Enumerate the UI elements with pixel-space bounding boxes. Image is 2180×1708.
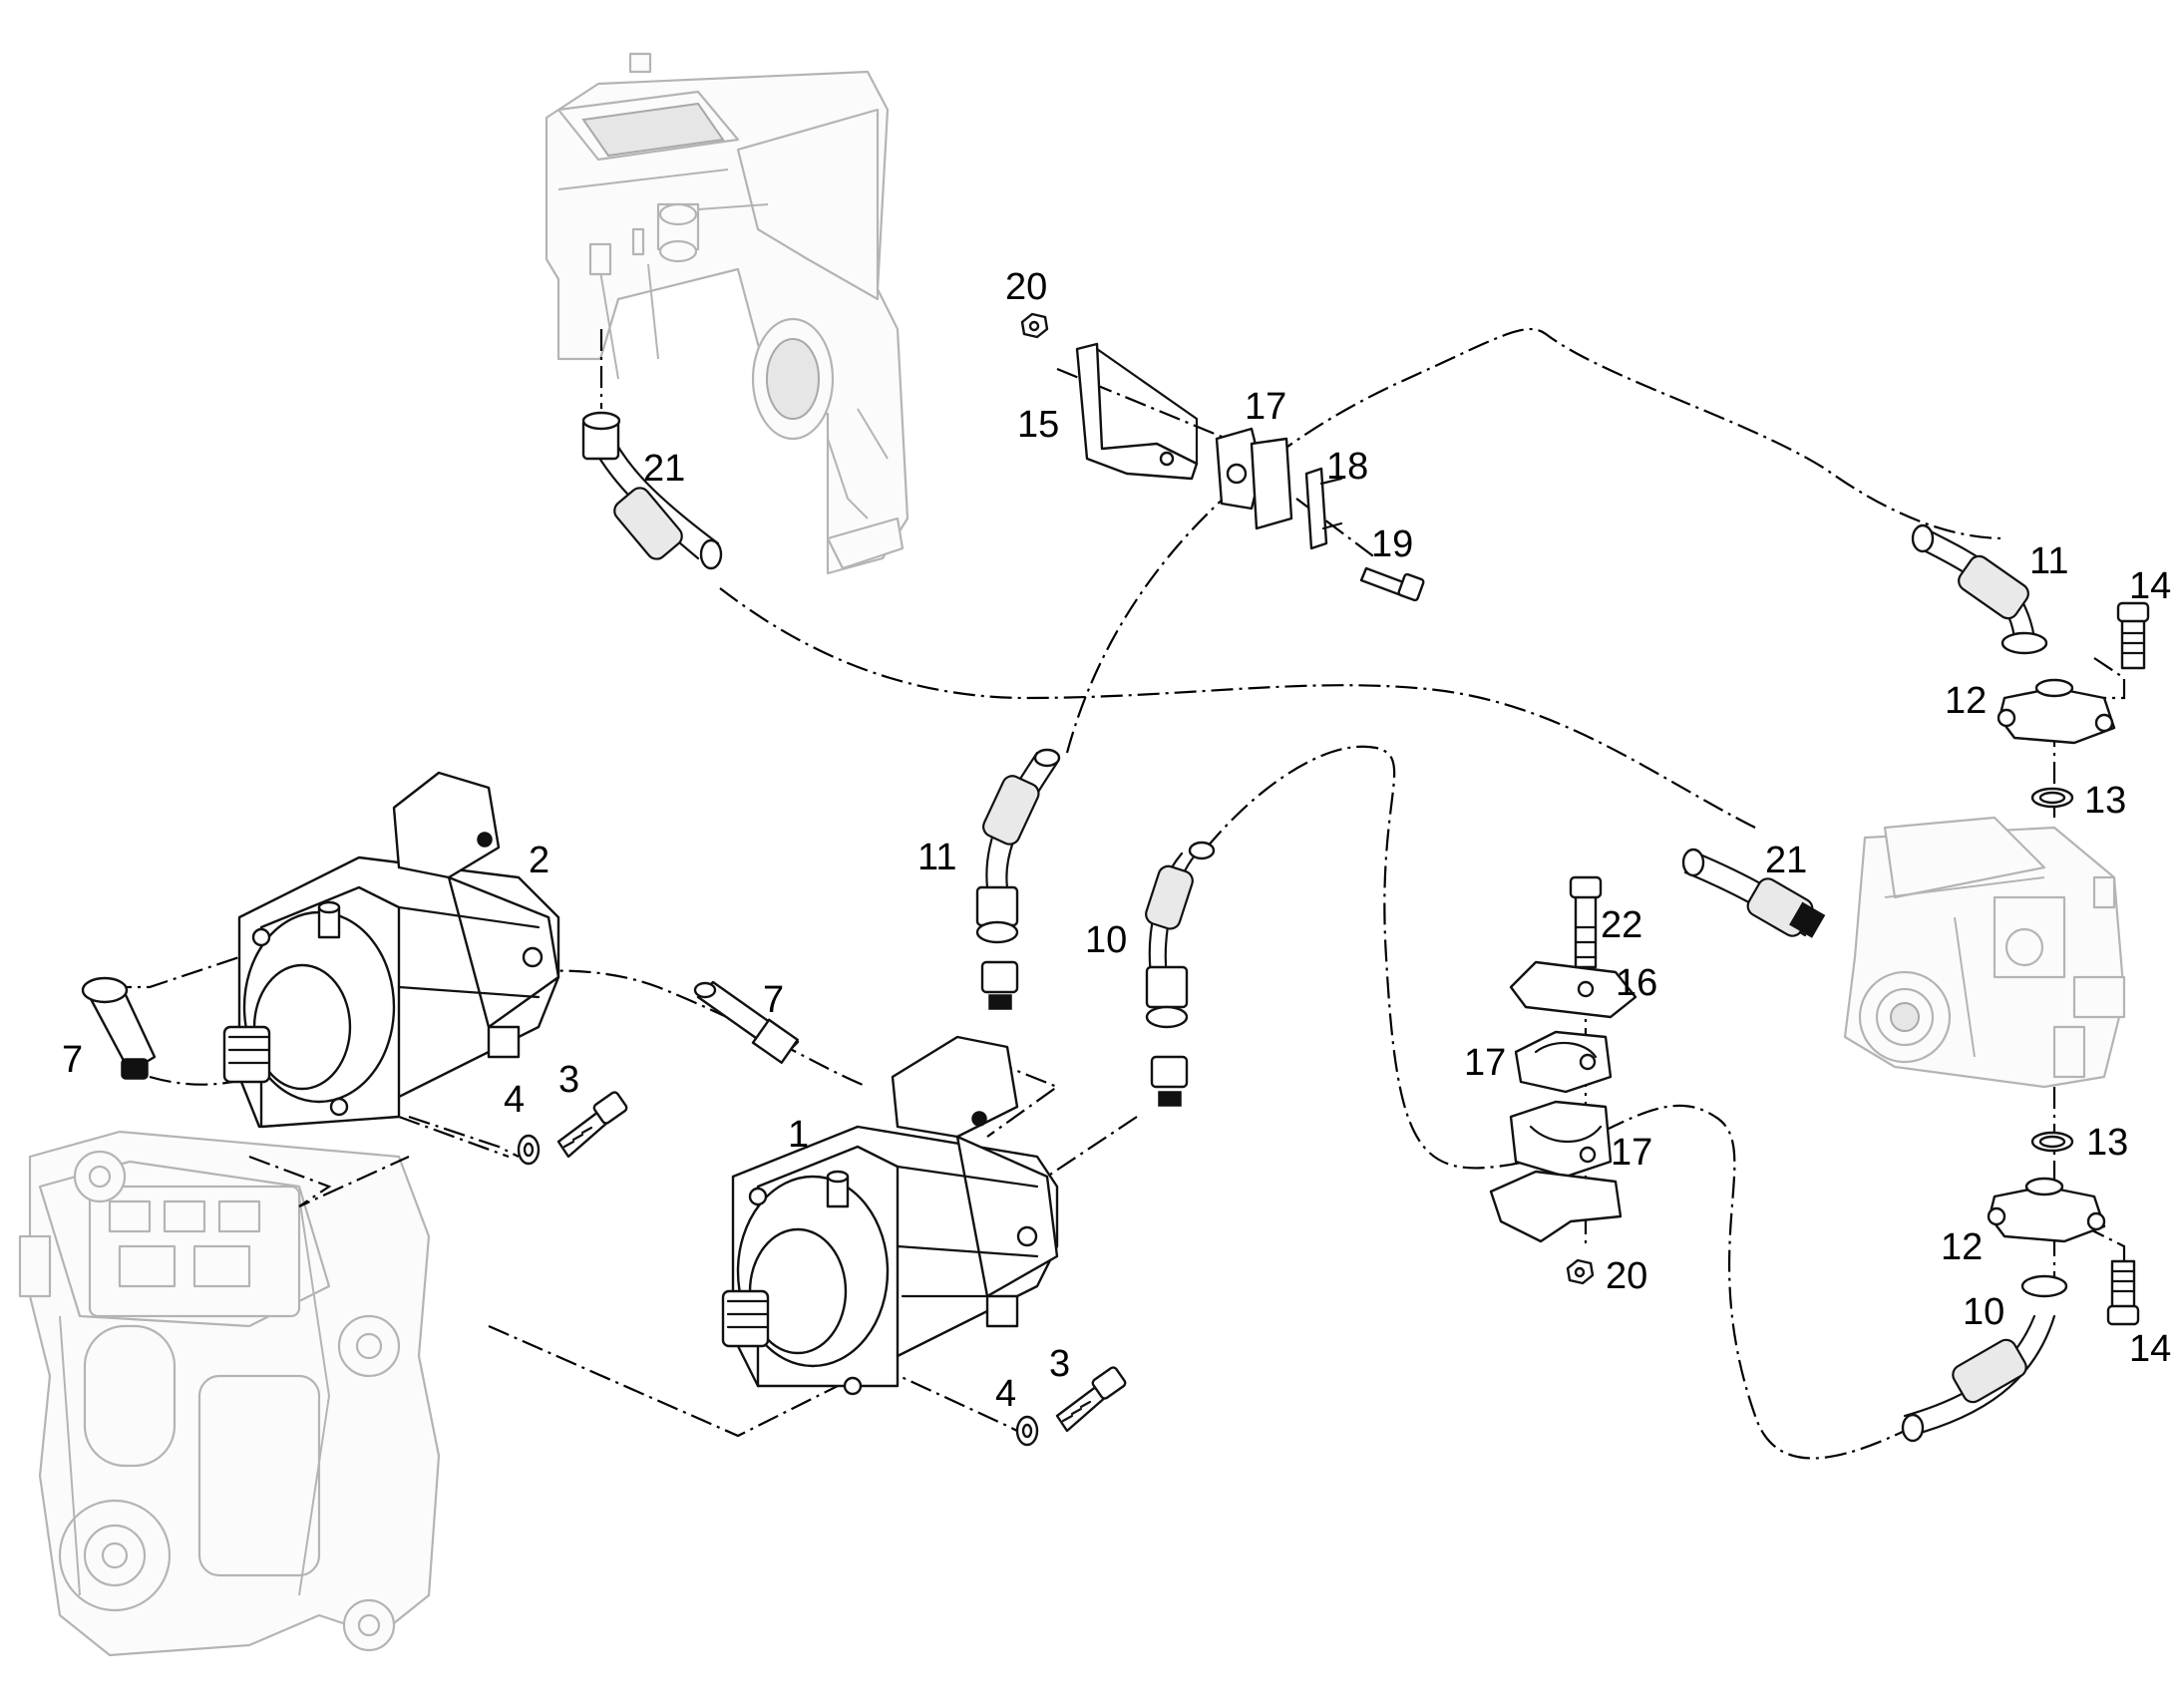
mounting-plate xyxy=(1489,1170,1623,1243)
fitting-7-middle xyxy=(693,980,800,1064)
callout-15: 15 xyxy=(1017,404,1059,446)
callout-20: 20 xyxy=(1606,1255,1647,1297)
nut-20-lower xyxy=(1566,1258,1595,1285)
fitting-7-left xyxy=(81,976,157,1080)
callout-20: 20 xyxy=(1005,266,1047,308)
routing-line-pressure-hose xyxy=(1065,327,2005,754)
hose-10-left xyxy=(1145,841,1216,1107)
callout-17: 17 xyxy=(1245,386,1286,428)
callout-19: 19 xyxy=(1371,523,1413,565)
transmission-housing-assembly xyxy=(18,1130,441,1657)
hydraulic-motor-2 xyxy=(222,771,560,1129)
callout-4: 4 xyxy=(504,1079,525,1121)
callout-22: 22 xyxy=(1601,904,1642,946)
routing-line-motor2-mount xyxy=(248,1115,520,1208)
bracket-15 xyxy=(1075,342,1199,481)
callout-13: 13 xyxy=(2084,780,2126,822)
callout-21: 21 xyxy=(643,448,685,490)
hose-10-right xyxy=(1901,1274,2068,1443)
bolt-19 xyxy=(1359,566,1425,602)
frame-bracket-assembly xyxy=(545,52,909,575)
callout-10: 10 xyxy=(1963,1291,2004,1333)
callout-16: 16 xyxy=(1616,962,1657,1004)
routing-line-screw14-lower xyxy=(2083,1225,2126,1286)
callout-7: 7 xyxy=(62,1039,83,1081)
hose-21-lower xyxy=(1681,848,1826,938)
callout-21: 21 xyxy=(1765,840,1807,881)
clamp-17-upper xyxy=(1514,1030,1613,1094)
callout-labels: 1 2 3 3 4 4 7 7 10 10 11 11 12 12 13 13 … xyxy=(62,266,2171,1415)
bolt-3-lower xyxy=(1055,1366,1127,1433)
callout-14: 14 xyxy=(2129,1328,2171,1370)
flange-12-lower xyxy=(1987,1177,2106,1243)
clamp-17-top xyxy=(1215,427,1293,530)
callout-2: 2 xyxy=(529,840,549,881)
plate-16 xyxy=(1509,960,1637,1019)
bolt-22 xyxy=(1569,875,1603,969)
callout-10: 10 xyxy=(1085,919,1127,961)
hose-11-right xyxy=(1911,523,2048,655)
hydraulic-motor-1 xyxy=(721,1035,1059,1396)
callout-17: 17 xyxy=(1464,1042,1506,1084)
callout-11: 11 xyxy=(2029,540,2068,582)
routing-line-upper-hose xyxy=(719,587,1756,829)
routing-line-motor1-mount xyxy=(488,1324,879,1438)
callout-4: 4 xyxy=(995,1373,1016,1415)
screw-14-upper xyxy=(2116,601,2150,670)
callout-13: 13 xyxy=(2086,1122,2128,1164)
hose-11-left xyxy=(975,748,1061,1010)
hydraulic-pump-context xyxy=(1843,816,2126,1089)
clamp-17-lower xyxy=(1509,1100,1613,1179)
clip-18 xyxy=(1304,467,1343,550)
callout-14: 14 xyxy=(2129,565,2171,607)
hose-21-upper xyxy=(581,411,723,570)
callout-18: 18 xyxy=(1326,446,1368,488)
routing-line-bolt-3 xyxy=(398,1115,510,1159)
o-ring-13-lower xyxy=(2030,1131,2074,1153)
screw-14-lower xyxy=(2106,1259,2140,1326)
callout-1: 1 xyxy=(788,1114,809,1156)
callout-17: 17 xyxy=(1611,1132,1652,1174)
flange-12-upper xyxy=(1997,678,2116,745)
washer-4-lower xyxy=(1015,1415,1039,1447)
callout-7: 7 xyxy=(763,979,784,1021)
o-ring-13-upper xyxy=(2030,787,2074,809)
washer-4-upper xyxy=(517,1134,541,1166)
callout-3: 3 xyxy=(558,1059,579,1101)
nut-20-upper xyxy=(1020,312,1049,339)
callout-12: 12 xyxy=(1945,680,1987,722)
callout-12: 12 xyxy=(1941,1226,1983,1268)
callout-3: 3 xyxy=(1049,1343,1070,1385)
routing-line-screw14 xyxy=(2093,657,2126,700)
routing-line-motor1-top xyxy=(956,1045,1060,1138)
bolt-3-upper xyxy=(556,1091,628,1159)
callout-11: 11 xyxy=(917,837,956,878)
